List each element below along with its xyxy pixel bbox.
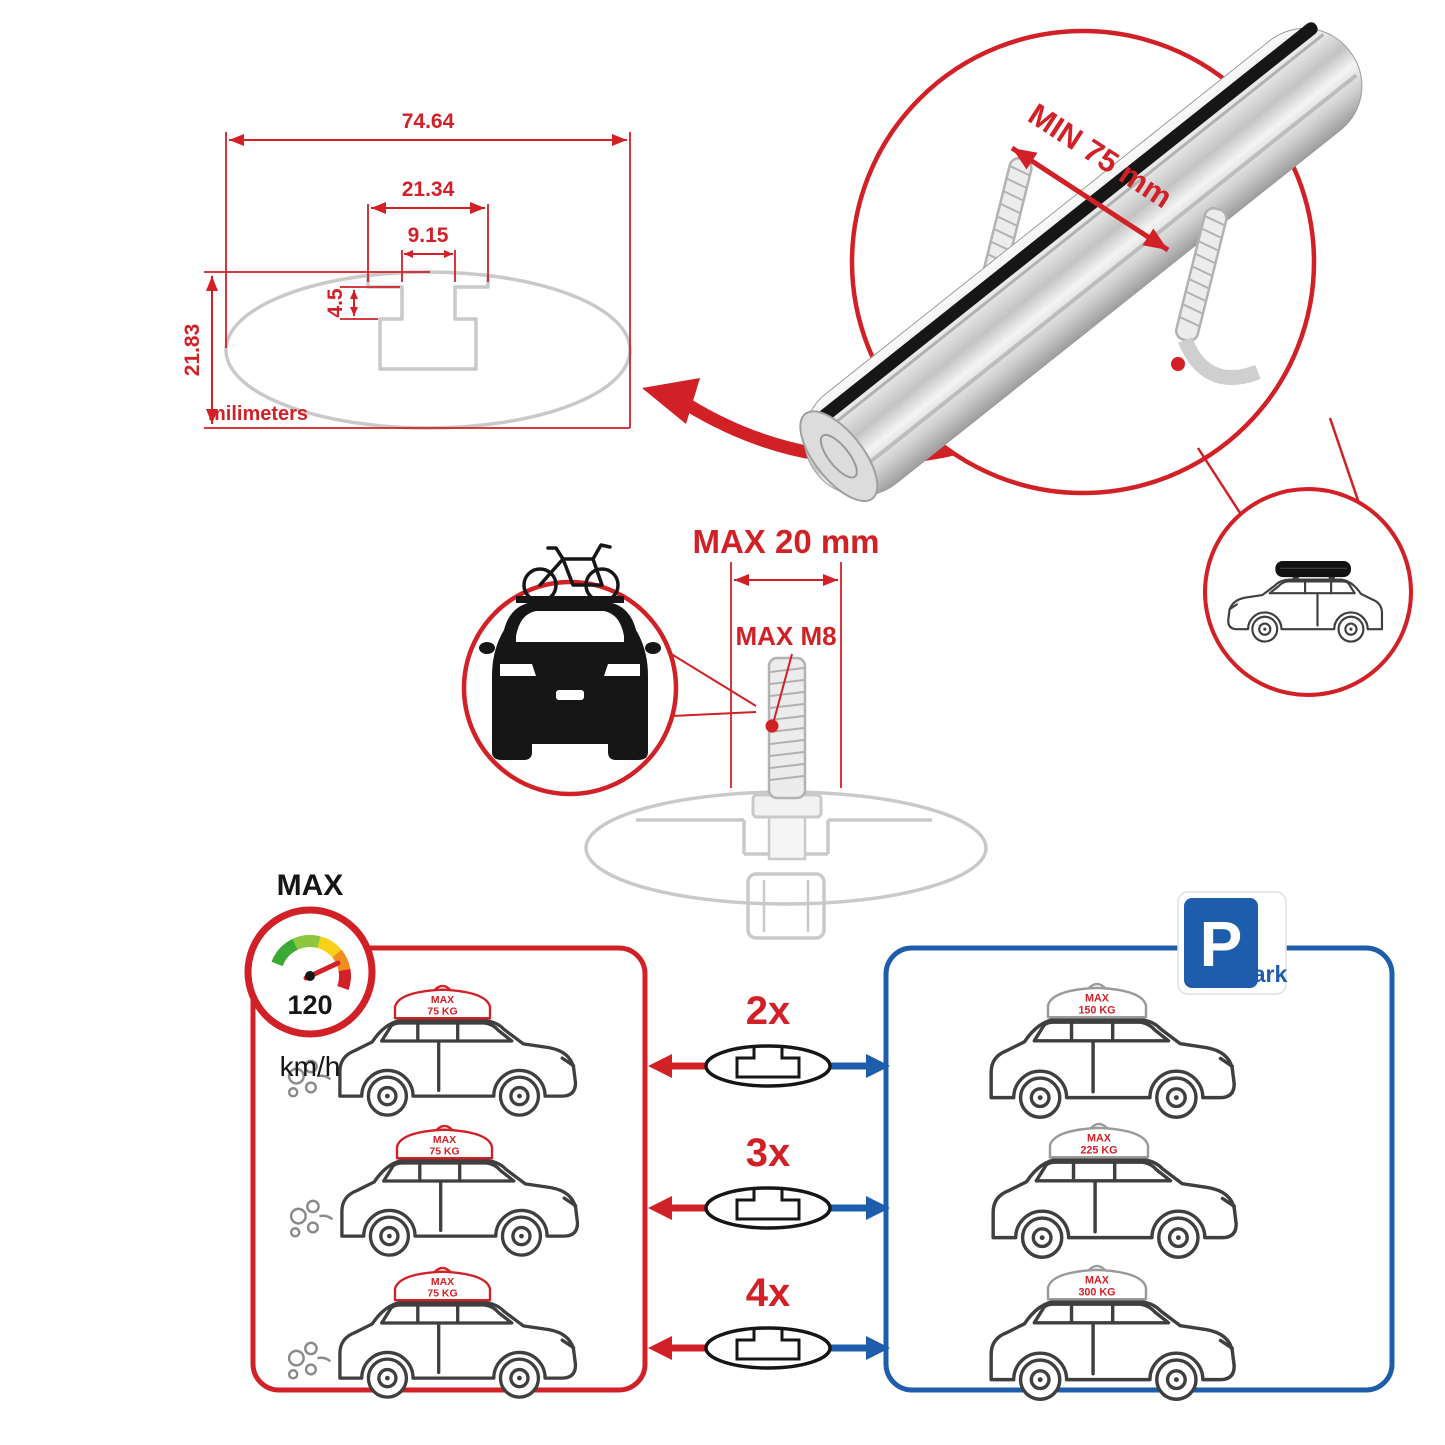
gauge-hub — [305, 971, 315, 981]
load-weight-label: 225 KG — [1080, 1144, 1117, 1156]
bike-car-circle — [461, 543, 757, 797]
speedometer-gauge — [271, 935, 351, 991]
roof-box — [1275, 560, 1351, 578]
roof-load: MAX 75 KG — [393, 1266, 492, 1302]
headlight-right — [604, 664, 640, 676]
left-arrow-icon — [648, 1196, 672, 1220]
units-label-group: milimeters — [204, 403, 630, 429]
driving-car-1: MAX 75 KG — [287, 984, 578, 1117]
roof-load: MAX 150 KG — [1046, 982, 1148, 1019]
bar-count-row-2x: 2x — [648, 989, 890, 1088]
roof-load: MAX 300 KG — [1046, 1264, 1148, 1301]
bar-count-row-3x: 3x — [648, 1131, 890, 1230]
aluminum-crossbar — [799, 22, 1363, 503]
right-arrow-icon — [866, 1336, 890, 1360]
speed-unit: km/h — [280, 1051, 341, 1082]
load-max-label: MAX — [431, 1277, 454, 1288]
load-weight-label: 75 KG — [427, 1006, 457, 1017]
dim-slot-width-value: 9.15 — [408, 224, 449, 247]
load-weight-label: 75 KG — [427, 1288, 457, 1299]
windshield — [516, 611, 624, 642]
dimension-total-width: 74.64 — [225, 110, 631, 428]
multiplier-label: 3x — [746, 1131, 791, 1175]
load-weight-label: 300 KG — [1078, 1286, 1115, 1298]
left-arrow-icon — [648, 1054, 672, 1078]
license-plate — [556, 690, 584, 700]
bolt-spec: MAX 20 mm MAX M8 — [584, 523, 988, 940]
clamp-bracket — [746, 872, 826, 940]
load-max-label: MAX — [1085, 993, 1110, 1005]
mirror-left — [479, 642, 495, 654]
load-max-label: MAX — [431, 995, 454, 1006]
dimension-channel-width: 21.34 — [367, 178, 489, 282]
park-rest: ark — [1253, 961, 1288, 987]
multiplier-label: 4x — [746, 1271, 791, 1315]
park-sign-blue-square — [1184, 898, 1258, 988]
parked-car-1: MAX 150 KG — [989, 982, 1236, 1119]
units-label: milimeters — [208, 403, 308, 425]
headlight-left — [500, 664, 536, 676]
crossbar-ellipse-icon — [704, 1044, 832, 1088]
roof-load: MAX 75 KG — [393, 984, 492, 1020]
load-max-label: MAX — [1087, 1133, 1112, 1145]
max-depth-label: MAX 20 mm — [692, 523, 879, 560]
mirror-right — [645, 642, 661, 654]
t-slot-profile — [366, 277, 490, 371]
right-arrow-icon — [866, 1054, 890, 1078]
bar-end-cap — [799, 410, 879, 503]
load-max-label: MAX — [1085, 1275, 1110, 1287]
right-arrow-icon — [866, 1196, 890, 1220]
driving-car-2: MAX 75 KG — [289, 1124, 580, 1257]
load-weight-label: 150 KG — [1078, 1004, 1115, 1016]
speed-limit-badge: MAX 120 km/h — [244, 869, 376, 1082]
dim-total-width-value: 74.64 — [402, 110, 455, 133]
multiplier-label: 2x — [746, 989, 791, 1033]
callout-dot — [1171, 357, 1185, 371]
crossbar-photo-circle: MIN 75 mm — [799, 22, 1363, 503]
car-front-icon — [479, 596, 661, 760]
suv-roofbox-circle — [1203, 487, 1413, 697]
dim-channel-width-value: 21.34 — [402, 178, 455, 201]
dimension-slot-width: 9.15 — [401, 224, 456, 282]
park-letter: P — [1200, 908, 1243, 980]
dimension-total-height: 21.83 — [181, 271, 430, 424]
clamp-strap — [1178, 336, 1261, 386]
left-arrow-icon — [648, 1336, 672, 1360]
roof-load: MAX 225 KG — [1048, 1122, 1150, 1159]
m8-callout-dot — [765, 719, 779, 733]
crossbar-ellipse-icon — [704, 1186, 832, 1230]
zoom-arrow-head — [642, 378, 700, 424]
dimension-slot-depth: 4.5 — [324, 286, 400, 320]
load-weight-label: 75 KG — [429, 1146, 459, 1157]
parked-car-2: MAX 225 KG — [991, 1122, 1238, 1259]
cross-section-drawing: 74.64 21.34 9.15 4.5 21.83 — [181, 110, 632, 430]
max-thread-label: MAX M8 — [735, 621, 836, 651]
parked-car-3: MAX 300 KG — [989, 1264, 1236, 1401]
park-sign: P ark — [1177, 891, 1288, 995]
load-max-label: MAX — [433, 1135, 456, 1146]
speed-value: 120 — [287, 990, 332, 1020]
bar-count-row-4x: 4x — [648, 1271, 890, 1370]
dim-total-height-value: 21.83 — [181, 324, 204, 377]
suv-with-roofbox — [1227, 560, 1384, 643]
dim-slot-depth-value: 4.5 — [324, 288, 347, 318]
driving-car-3: MAX 75 KG — [287, 1266, 578, 1399]
speed-max-label: MAX — [277, 869, 344, 902]
roof-load: MAX 75 KG — [395, 1124, 494, 1160]
crossbar-ellipse-icon — [704, 1326, 832, 1370]
